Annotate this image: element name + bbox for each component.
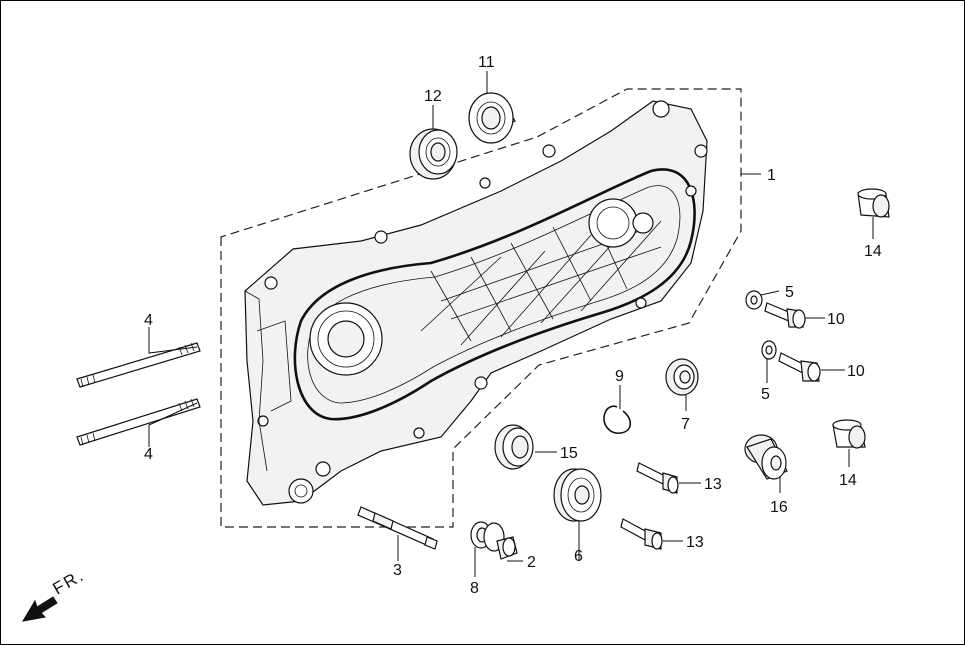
damper-16 xyxy=(744,434,788,480)
callout-4-upper: 4 xyxy=(144,312,153,329)
callout-12: 12 xyxy=(424,88,442,105)
washer-5-upper xyxy=(745,290,763,310)
callout-11: 11 xyxy=(478,54,495,71)
callout-3: 3 xyxy=(393,562,402,579)
leader-lines xyxy=(148,71,874,577)
stud-bolt-4-lower xyxy=(76,398,201,446)
stud-bolt-3 xyxy=(357,506,438,550)
callout-10-lower: 10 xyxy=(847,363,865,380)
callout-4-lower: 4 xyxy=(144,446,153,463)
bolt-13-lower xyxy=(620,518,663,550)
bearing-6 xyxy=(553,468,602,522)
callout-15: 15 xyxy=(560,445,578,462)
crankcase-left xyxy=(244,100,708,506)
front-direction-arrow-icon xyxy=(22,596,58,622)
callout-6: 6 xyxy=(574,548,583,565)
oil-seal-7 xyxy=(665,358,699,396)
callout-5-lower: 5 xyxy=(761,386,770,403)
callout-13-upper: 13 xyxy=(704,476,722,493)
front-direction-label: FR. xyxy=(50,565,88,598)
bolt-10-upper xyxy=(764,302,806,329)
callout-14-lower: 14 xyxy=(839,472,857,489)
callout-9: 9 xyxy=(615,368,624,385)
callout-16: 16 xyxy=(770,499,788,516)
stud-bolt-4-upper xyxy=(76,342,201,388)
callout-14-upper: 14 xyxy=(864,243,882,260)
bearing-11 xyxy=(468,92,516,144)
bolt-10-lower xyxy=(778,352,821,382)
circlip-9 xyxy=(603,405,632,434)
collar-14-upper xyxy=(857,188,890,218)
callout-13-lower: 13 xyxy=(686,534,704,551)
callout-8: 8 xyxy=(470,580,479,597)
callout-7: 7 xyxy=(681,416,690,433)
oil-seal-15 xyxy=(494,424,534,470)
collar-14-lower xyxy=(832,419,866,449)
bearing-12 xyxy=(409,128,458,180)
washer-5-lower xyxy=(761,340,777,360)
callout-5-upper: 5 xyxy=(785,284,794,301)
bolt-13-upper xyxy=(636,462,679,494)
callout-1: 1 xyxy=(767,167,776,184)
assembly-outline xyxy=(220,88,742,528)
drain-bolt-2 xyxy=(483,522,518,560)
callout-10-upper: 10 xyxy=(827,311,845,328)
callout-2: 2 xyxy=(527,554,536,571)
